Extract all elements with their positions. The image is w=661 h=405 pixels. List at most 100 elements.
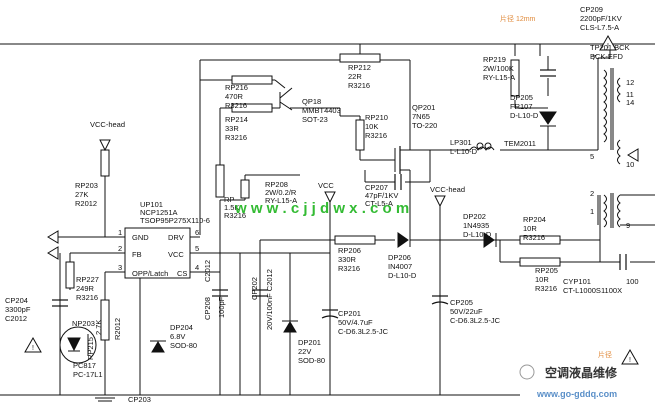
- diode-dp202: [483, 232, 495, 248]
- label-rp212-0: RP212: [348, 63, 371, 72]
- ic-pin-label-8: 3: [118, 263, 122, 272]
- label-cp204-0: CP204: [5, 296, 28, 305]
- ic-pin-label-6: 1: [118, 228, 122, 237]
- label-rp20x-0: RP: [224, 195, 234, 204]
- label-cp205-1: 50V/22uF: [450, 307, 483, 316]
- inductor-lp301: [469, 142, 495, 151]
- label-rp216-1: 470R: [225, 92, 244, 101]
- label-rp214-1: 33R: [225, 124, 239, 133]
- ic-pin-label-0: GND: [132, 233, 149, 242]
- label-vcchead2-0: VCC-head: [430, 185, 465, 194]
- label-up101-0: UP101: [140, 200, 163, 209]
- label-rp216-0: RP216: [225, 83, 248, 92]
- tp-pin-4: 5: [590, 152, 594, 161]
- label-rp219-2: RY-L15-A: [483, 73, 515, 82]
- label-rp214-0: RP214: [225, 115, 248, 124]
- label-cp208-2: C2012: [203, 260, 212, 282]
- ic-pin-label-4: VCC: [168, 250, 184, 259]
- label-rp210-2: R3216: [365, 131, 387, 140]
- label-dp206-1: IN4007: [388, 262, 412, 271]
- label-dp201-0: DP201: [298, 338, 321, 347]
- label-cp207-1: 47pF/1KV: [365, 191, 398, 200]
- resistor-rp204: [519, 235, 561, 245]
- resistor-group: [65, 53, 561, 341]
- warning-icon-3: [621, 348, 639, 365]
- label-cp209-2: CLS-L7.5-A: [580, 23, 619, 32]
- label-dp202-0: DP202: [463, 212, 486, 221]
- label-rp203-0: RP203: [75, 181, 98, 190]
- label-cyp101-0: CYP101: [563, 277, 591, 286]
- label-cp203-0: CP203: [128, 395, 151, 404]
- label-rp210-0: RP210: [365, 113, 388, 122]
- label-lp301-1: L-L10-D: [450, 147, 478, 156]
- label-qp201-1: 7N65: [412, 112, 430, 121]
- label-qp18-1: MMBT4403: [302, 106, 341, 115]
- wechat-icon: [519, 364, 535, 380]
- label-tp201-0: TP201 BCK: [590, 43, 630, 52]
- flag-vcc-head-1: [99, 139, 111, 152]
- tp-pin-6: 2: [590, 189, 594, 198]
- label-cp209-0: CP209: [580, 5, 603, 14]
- label-rp215-2: R2012: [113, 318, 122, 340]
- wires: [0, 43, 655, 396]
- warning-icon-1: [599, 34, 617, 51]
- label-cp207-2: CT-L5-A: [365, 199, 393, 208]
- label-cp205-2: C-D6.3L2.5-JC: [450, 316, 501, 325]
- tp-pin-1: 12: [626, 78, 634, 87]
- resistor-rp208: [240, 179, 250, 199]
- label-dp204-0: DP204: [170, 323, 193, 332]
- label-tem-0: TEM2011: [504, 139, 536, 148]
- ground-symbols: [95, 397, 115, 402]
- label-rp214-2: R3216: [225, 133, 247, 142]
- optocoupler-pc817: [59, 326, 97, 364]
- transformer-tp201: [603, 68, 621, 228]
- ic-up101: [124, 227, 191, 279]
- resistor-rp214: [231, 103, 273, 113]
- label-cp209-1: 2200pF/1KV: [580, 14, 622, 23]
- label-rp204-1: 10R: [523, 224, 537, 233]
- svg-text:!: !: [629, 357, 631, 364]
- capacitor-group: [52, 69, 627, 319]
- transistor-qp18: [279, 87, 293, 111]
- label-cp202-1: 20V/100nF C2012: [265, 269, 274, 330]
- label-dp205-2: D-L10-D: [510, 111, 539, 120]
- label-qp201-2: TO-220: [412, 121, 437, 130]
- resistor-rp215: [100, 299, 110, 341]
- label-rp227-2: R3216: [76, 293, 98, 302]
- resistor-rp203: [100, 149, 110, 177]
- label-rp203-1: 27K: [75, 190, 88, 199]
- svg-text:!: !: [32, 345, 34, 352]
- tp-pin-3: 14: [626, 98, 634, 107]
- ic-pin-label-3: DRV: [168, 233, 184, 242]
- resistor-rp216: [231, 75, 273, 85]
- label-cp201-2: C-D6.3L2.5-JC: [338, 327, 389, 336]
- label-dp204-2: SOD-80: [170, 341, 197, 350]
- label-cp204-2: C2012: [5, 314, 27, 323]
- label-lp301-0: LP301: [450, 138, 472, 147]
- label-rp208-2: RY-L15-A: [265, 196, 297, 205]
- label-dp201-2: SOD-80: [298, 356, 325, 365]
- label-cp208-1: 100pF: [217, 296, 226, 318]
- label-dp205-0: DP205: [510, 93, 533, 102]
- label-rp227-0: RP227: [76, 275, 99, 284]
- label-rp219-1: 2W/100K: [483, 64, 514, 73]
- label-cp204-1: 3300pF: [5, 305, 31, 314]
- label-np203-0: NP203: [72, 319, 95, 328]
- label-dp205-1: FR107: [510, 102, 533, 111]
- ic-pin-label-11: 4: [195, 263, 199, 272]
- tp-pin-0: 7: [592, 53, 596, 62]
- warning-icons: ! ! !: [24, 34, 639, 365]
- brand-title: 空调液晶维修: [545, 365, 618, 380]
- label-rp206-2: R3216: [338, 264, 360, 273]
- diode-group: [150, 111, 557, 353]
- label-pc817-0: PC817: [73, 361, 96, 370]
- label-rp212-2: R3216: [348, 81, 370, 90]
- label-rp219-0: RP219: [483, 55, 506, 64]
- arrow-left-1: [47, 230, 59, 244]
- label-dp202-2: D-L10-D: [463, 230, 492, 239]
- label-vcchead1-0: VCC-head: [90, 120, 125, 129]
- label-rp204-0: RP204: [523, 215, 546, 224]
- label-rp227-1: 249R: [76, 284, 95, 293]
